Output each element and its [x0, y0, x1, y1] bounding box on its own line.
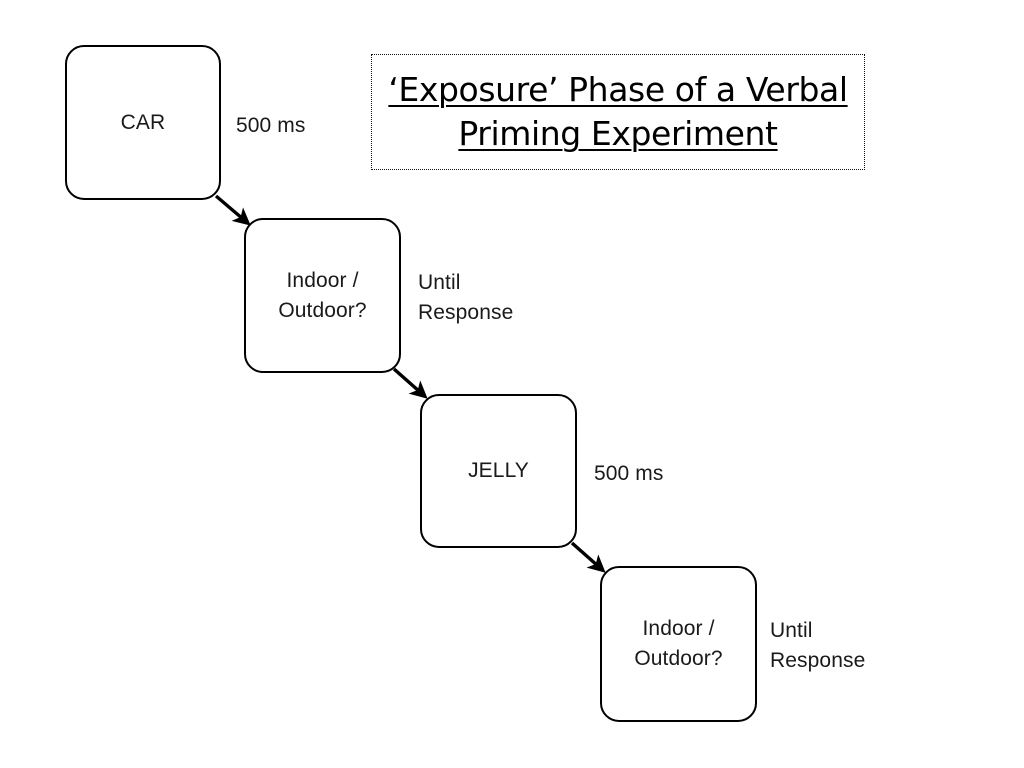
duration-label-500ms-1: 500 ms	[236, 114, 306, 137]
trial-box-jelly[interactable]: JELLY	[420, 394, 577, 548]
trial-box-jelly-label: JELLY	[468, 459, 529, 483]
arrow-q1-to-jelly	[392, 367, 428, 399]
title-panel: ‘Exposure’ Phase of a Verbal Priming Exp…	[371, 54, 865, 170]
trial-box-question-1-label: Indoor / Outdoor?	[278, 268, 367, 322]
duration-label-until-response-1: Until Response	[418, 271, 514, 325]
trial-box-car[interactable]: CAR	[65, 45, 221, 200]
trial-box-question-2-label: Indoor / Outdoor?	[634, 617, 723, 670]
trial-box-question-1[interactable]: Indoor / Outdoor?	[244, 218, 401, 373]
trial-box-question-2[interactable]: Indoor / Outdoor?	[600, 566, 757, 722]
arrow-car-to-q1	[214, 194, 251, 226]
duration-label-until-response-2: Until Response	[770, 619, 866, 673]
arrow-jelly-to-q2	[570, 541, 606, 573]
page-title-line-1: ‘Exposure’ Phase of a Verbal	[388, 70, 848, 110]
duration-label-500ms-2: 500 ms	[594, 462, 664, 485]
page-title-line-2: Priming Experiment	[458, 114, 778, 153]
trial-box-car-label: CAR	[120, 110, 166, 134]
